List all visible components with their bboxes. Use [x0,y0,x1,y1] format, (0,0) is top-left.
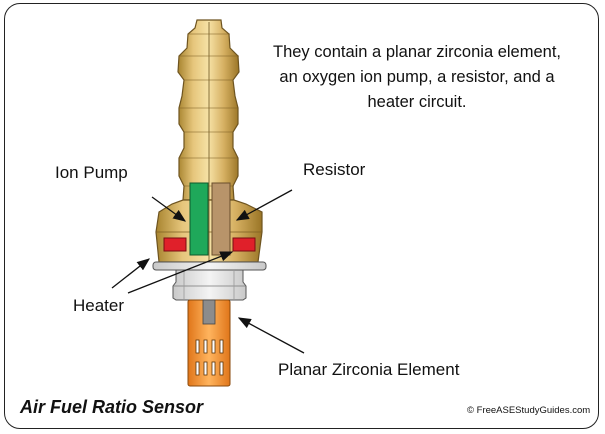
label-heater: Heater [73,296,125,315]
ion-pump-element [189,182,209,256]
resistor-element [211,182,231,256]
diagram-caption: Air Fuel Ratio Sensor [20,397,204,417]
planar-element-arrow [237,317,305,354]
label-planar-element: Planar Zirconia Element [278,360,460,379]
sensor-collar [172,269,247,301]
sensor-washer [152,261,267,271]
label-resistor: Resistor [303,160,366,179]
heater-right [232,237,256,252]
resistor-arrow [235,189,293,221]
description-text: They contain a planar zirconia element, … [273,43,561,111]
sensor-upper-stem [177,19,240,201]
tip-vent-slots [195,339,224,376]
heater-arrow-left [111,258,151,289]
heater-arrow-right [127,251,234,294]
diagram-frame [4,3,599,429]
ion-pump-arrow [151,196,187,222]
credit-text: © FreeASEStudyGuides.com [467,405,591,416]
heater-left [163,237,187,252]
label-ion-pump: Ion Pump [55,163,128,182]
